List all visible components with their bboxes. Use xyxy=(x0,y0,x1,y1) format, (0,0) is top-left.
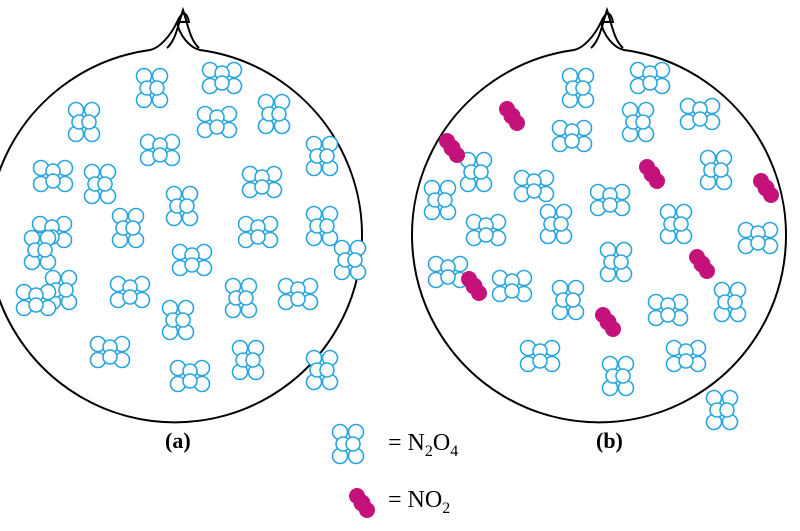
n2o4-molecule-icon-2 xyxy=(629,61,671,95)
flask-a-molecules xyxy=(15,61,367,393)
n2o4-molecule-icon-14 xyxy=(237,215,279,249)
n2o4-molecule-icon-9 xyxy=(589,183,631,217)
n2o4-molecule-icon-17 xyxy=(647,293,689,327)
n2o4-molecule-icon-28 xyxy=(23,229,57,271)
n2o4-molecule-icon-18 xyxy=(109,275,151,309)
n2o4-molecule-icon-12 xyxy=(539,203,573,245)
n2o4-molecule-icon-11 xyxy=(465,213,507,247)
no2-molecule-icon-2 xyxy=(639,159,665,189)
n2o4-molecule-icon-24 xyxy=(169,359,211,393)
n2o4-molecule-icon-8 xyxy=(699,149,733,191)
n2o4-molecule-icon-19 xyxy=(519,339,561,373)
n2o4-molecule-icon-3 xyxy=(551,119,593,153)
n2o4-molecule-icon-6 xyxy=(459,151,493,193)
no2-molecule-icon-1 xyxy=(499,101,525,131)
n2o4-molecule-icon-4 xyxy=(196,105,238,139)
n2o4-molecule-icon-13 xyxy=(111,207,145,249)
n2o4-molecule-icon-1 xyxy=(135,67,169,109)
n2o4-molecule-icon-1 xyxy=(561,67,595,109)
no2-molecule-icon-6 xyxy=(595,307,621,337)
n2o4-molecule-icon-26 xyxy=(15,283,57,317)
legend-n2o4-text: = N2O4 xyxy=(388,430,459,460)
n2o4-molecule-icon-8 xyxy=(32,159,74,193)
n2o4-molecule-icon-11 xyxy=(165,185,199,227)
n2o4-molecule-icon-14 xyxy=(599,241,633,283)
flask-b-molecules xyxy=(423,61,779,431)
n2o4-molecule-icon-5 xyxy=(679,97,721,131)
n2o4-molecule-icon-16 xyxy=(551,279,585,321)
n2o4-molecule-icon-13 xyxy=(737,221,779,255)
n2o4-molecule-icon-21 xyxy=(161,299,195,341)
n2o4-molecule-icon-20 xyxy=(601,355,635,397)
n2o4-molecule-icon-22 xyxy=(89,335,131,369)
n2o4-molecule-icon-23 xyxy=(231,339,265,381)
no2-molecule-icon-7 xyxy=(439,133,465,163)
n2o4-molecule-icon-15 xyxy=(491,269,533,303)
n2o4-molecule-icon-24 xyxy=(423,179,457,221)
flask-b-neck xyxy=(590,6,624,49)
n2o4-molecule-icon-19 xyxy=(224,277,258,319)
n2o4-molecule-icon xyxy=(331,423,365,465)
n2o4-molecule-icon-23 xyxy=(427,255,469,289)
n2o4-molecule-icon-21 xyxy=(665,339,707,373)
no2-molecule-icon-5 xyxy=(689,249,715,279)
legend-no2-text: = NO2 xyxy=(388,487,451,517)
n2o4-molecule-icon-20 xyxy=(277,277,319,311)
n2o4-molecule-icon-4 xyxy=(621,101,655,143)
n2o4-molecule-icon-18 xyxy=(713,281,747,323)
n2o4-molecule-icon-9 xyxy=(83,163,117,205)
n2o4-molecule-icon-7 xyxy=(305,135,339,177)
n2o4-molecule-icon-7 xyxy=(513,169,555,203)
panel-b-label: (b) xyxy=(596,428,623,453)
n2o4-molecule-icon-6 xyxy=(139,133,181,167)
n2o4-molecule-icon-5 xyxy=(257,93,291,135)
n2o4-molecule-icon-25 xyxy=(305,349,339,391)
panel-a-label: (a) xyxy=(165,428,191,453)
flask-b-outline xyxy=(411,12,787,424)
n2o4-molecule-icon-2 xyxy=(201,61,243,95)
n2o4-molecule-icon-15 xyxy=(305,205,339,247)
n2o4-molecule-icon-10 xyxy=(659,203,693,245)
n2o4-molecule-icon-10 xyxy=(241,165,283,199)
flask-a-neck xyxy=(166,6,200,49)
n2o4-molecule-icon-22 xyxy=(705,389,739,431)
flask-a-outline xyxy=(0,12,363,424)
no2-molecule-icon-3 xyxy=(753,173,779,203)
n2o4-molecule-icon-16 xyxy=(171,243,213,277)
n2o4-molecule-icon-27 xyxy=(333,239,367,281)
n2o4-molecule-icon-3 xyxy=(67,101,101,143)
no2-molecule-icon xyxy=(349,488,375,518)
